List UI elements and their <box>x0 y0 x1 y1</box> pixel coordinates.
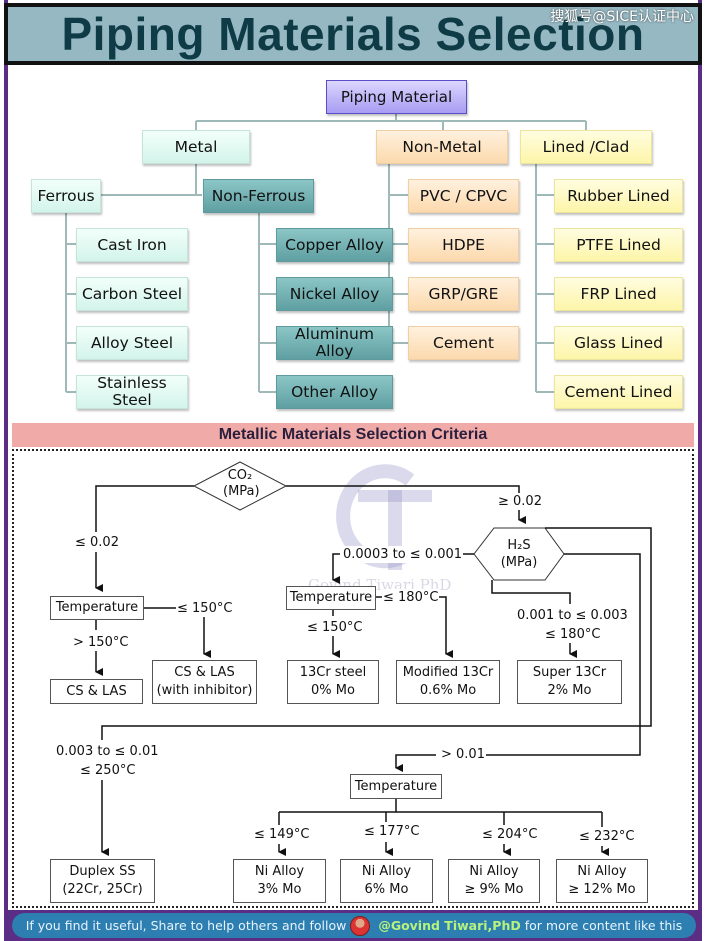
footer-text-after: for more content like this <box>524 918 683 933</box>
footer: If you find it useful, Share to help oth… <box>4 910 702 941</box>
result-text: Ni Alloy <box>254 864 305 879</box>
lined-connector <box>535 163 554 393</box>
temperature-box-h2s-high: Temperature <box>350 774 442 799</box>
footer-banner: If you find it useful, Share to help oth… <box>12 913 696 938</box>
result-text: Duplex SS <box>69 864 136 879</box>
result-text: CS & LAS <box>66 683 127 699</box>
result-13cr-steel: 13Cr steel 0% Mo <box>287 660 379 704</box>
ferrous-connector <box>65 211 76 393</box>
label-temp-le150-a: ≤ 150°C <box>176 600 234 617</box>
result-super-13cr: Super 13Cr 2% Mo <box>517 660 622 704</box>
node-cement: Cement <box>408 326 519 360</box>
result-text: Super 13Cr <box>532 665 607 680</box>
temperature-box-h2s-low: Temperature <box>286 586 376 610</box>
node-stainless-steel: Stainless Steel <box>76 375 188 409</box>
result-text: CS & LAS <box>174 665 235 680</box>
node-grp-gre: GRP/GRE <box>408 277 519 311</box>
label-temp-le180-b: ≤ 180°C <box>544 626 602 643</box>
metal-connector <box>98 163 202 196</box>
node-pvc-cpvc: PVC / CPVC <box>408 179 519 213</box>
co2-unit: (MPa) <box>223 484 260 499</box>
node-hdpe: HDPE <box>408 228 519 262</box>
label-temp-le180-a: ≤ 180°C <box>382 589 440 606</box>
criteria-heading: Metallic Materials Selection Criteria <box>12 423 694 447</box>
node-rubber-lined: Rubber Lined <box>554 179 683 213</box>
root-connector <box>195 113 587 130</box>
label-temp-le232: ≤ 232°C <box>578 828 636 845</box>
label-temp-le149: ≤ 149°C <box>253 826 311 843</box>
node-frp-lined: FRP Lined <box>554 277 683 311</box>
co2-diamond <box>192 461 288 511</box>
criteria-panel <box>12 449 694 908</box>
result-subtext: 0.6% Mo <box>419 683 477 698</box>
title-bar: Piping Materials Selection <box>4 3 702 65</box>
page-frame <box>4 0 702 941</box>
label-temp-gt150: > 150°C <box>72 634 130 651</box>
label-h2s-high: > 0.01 <box>440 746 486 763</box>
node-non-ferrous: Non-Ferrous <box>203 179 314 213</box>
node-lined-clad: Lined /Clad <box>520 130 652 164</box>
label-co2-high: ≥ 0.02 <box>497 493 543 510</box>
node-alloy-steel: Alloy Steel <box>76 326 188 360</box>
nonferrous-connector <box>258 211 276 393</box>
label-temp-le250: ≤ 250°C <box>79 762 137 779</box>
node-nickel-alloy: Nickel Alloy <box>276 277 393 311</box>
label-co2-low: ≤ 0.02 <box>74 534 120 551</box>
result-subtext: 0% Mo <box>311 683 355 698</box>
result-subtext: ≥ 12% Mo <box>568 882 636 897</box>
result-cs-las: CS & LAS <box>50 679 143 704</box>
label-h2s-range3: 0.003 to ≤ 0.01 <box>55 743 160 760</box>
result-text: 13Cr steel <box>299 665 367 680</box>
node-piping-material: Piping Material <box>326 80 467 114</box>
result-modified-13cr: Modified 13Cr 0.6% Mo <box>396 660 500 704</box>
result-ni-alloy-9mo: Ni Alloy ≥ 9% Mo <box>448 859 540 903</box>
result-text: Ni Alloy <box>469 864 519 879</box>
label-temp-le177: ≤ 177°C <box>363 823 421 840</box>
node-copper-alloy: Copper Alloy <box>276 228 393 262</box>
h2s-unit: (MPa) <box>500 555 538 570</box>
avatar <box>350 915 371 936</box>
result-ni-alloy-12mo: Ni Alloy ≥ 12% Mo <box>556 859 648 903</box>
result-subtext: 2% Mo <box>547 683 592 698</box>
result-duplex-ss: Duplex SS (22Cr, 25Cr) <box>50 859 155 903</box>
h2s-label: H₂S <box>507 538 531 553</box>
h2s-node-label: H₂S (MPa) <box>498 537 540 571</box>
result-text: Ni Alloy <box>577 864 627 879</box>
footer-text-before: If you find it useful, Share to help oth… <box>25 918 347 933</box>
label-h2s-range1: 0.0003 to ≤ 0.001 <box>342 546 464 563</box>
result-cs-las-inhibitor: CS & LAS (with inhibitor) <box>152 660 257 704</box>
result-text: Ni Alloy <box>361 864 412 879</box>
node-aluminum-alloy: Aluminum Alloy <box>276 326 393 360</box>
result-subtext: (with inhibitor) <box>156 683 253 698</box>
node-ferrous: Ferrous <box>31 179 101 213</box>
result-subtext: ≥ 9% Mo <box>464 882 524 897</box>
tree-connectors <box>65 113 587 393</box>
node-non-metal: Non-Metal <box>376 130 508 164</box>
label-temp-le150-b: ≤ 150°C <box>306 619 364 636</box>
label-temp-le204: ≤ 204°C <box>481 826 539 843</box>
node-carbon-steel: Carbon Steel <box>76 277 188 311</box>
node-cast-iron: Cast Iron <box>76 228 188 262</box>
node-metal: Metal <box>142 130 250 164</box>
node-ptfe-lined: PTFE Lined <box>554 228 683 262</box>
result-ni-alloy-6mo: Ni Alloy 6% Mo <box>340 859 433 903</box>
co2-node-label: CO₂ (MPa) <box>222 468 260 500</box>
label-h2s-range2: 0.001 to ≤ 0.003 <box>516 607 629 624</box>
author-handle-link[interactable]: @Govind Tiwari,PhD <box>378 918 521 933</box>
node-cement-lined: Cement Lined <box>554 375 683 409</box>
result-subtext: 6% Mo <box>364 882 409 897</box>
result-subtext: (22Cr, 25Cr) <box>62 882 143 897</box>
node-glass-lined: Glass Lined <box>554 326 683 360</box>
co2-label: CO₂ <box>227 468 253 483</box>
page-title: Piping Materials Selection <box>61 8 645 60</box>
node-other-alloy: Other Alloy <box>276 375 393 409</box>
result-ni-alloy-3mo: Ni Alloy 3% Mo <box>233 859 326 903</box>
result-text: Modified 13Cr <box>402 665 494 680</box>
result-subtext: 3% Mo <box>257 882 302 897</box>
watermark: 搜狐号@SICE认证中心 <box>550 9 694 25</box>
temperature-box-co2-low: Temperature <box>50 596 144 620</box>
